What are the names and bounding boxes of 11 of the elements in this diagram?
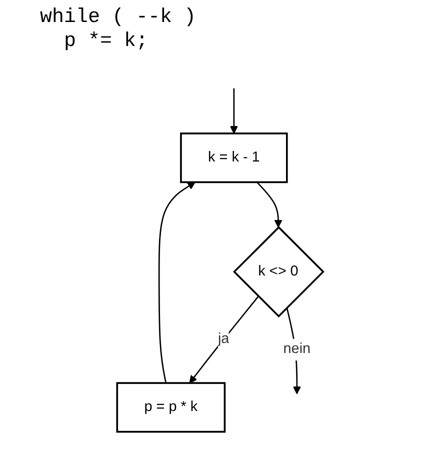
arrow	[190, 296, 260, 384]
edge-label: nein	[284, 342, 312, 357]
arrow	[256, 182, 283, 228]
node-box: k = k - 1	[180, 132, 288, 184]
node-diamond: k <> 0	[233, 226, 325, 318]
arrow	[230, 88, 238, 134]
code-line: while ( --k )	[40, 6, 198, 30]
node-box: p = p * k	[116, 382, 226, 433]
code-line: p *= k;	[63, 30, 150, 54]
arrow	[158, 182, 196, 384]
edge-label: ja	[218, 331, 230, 347]
